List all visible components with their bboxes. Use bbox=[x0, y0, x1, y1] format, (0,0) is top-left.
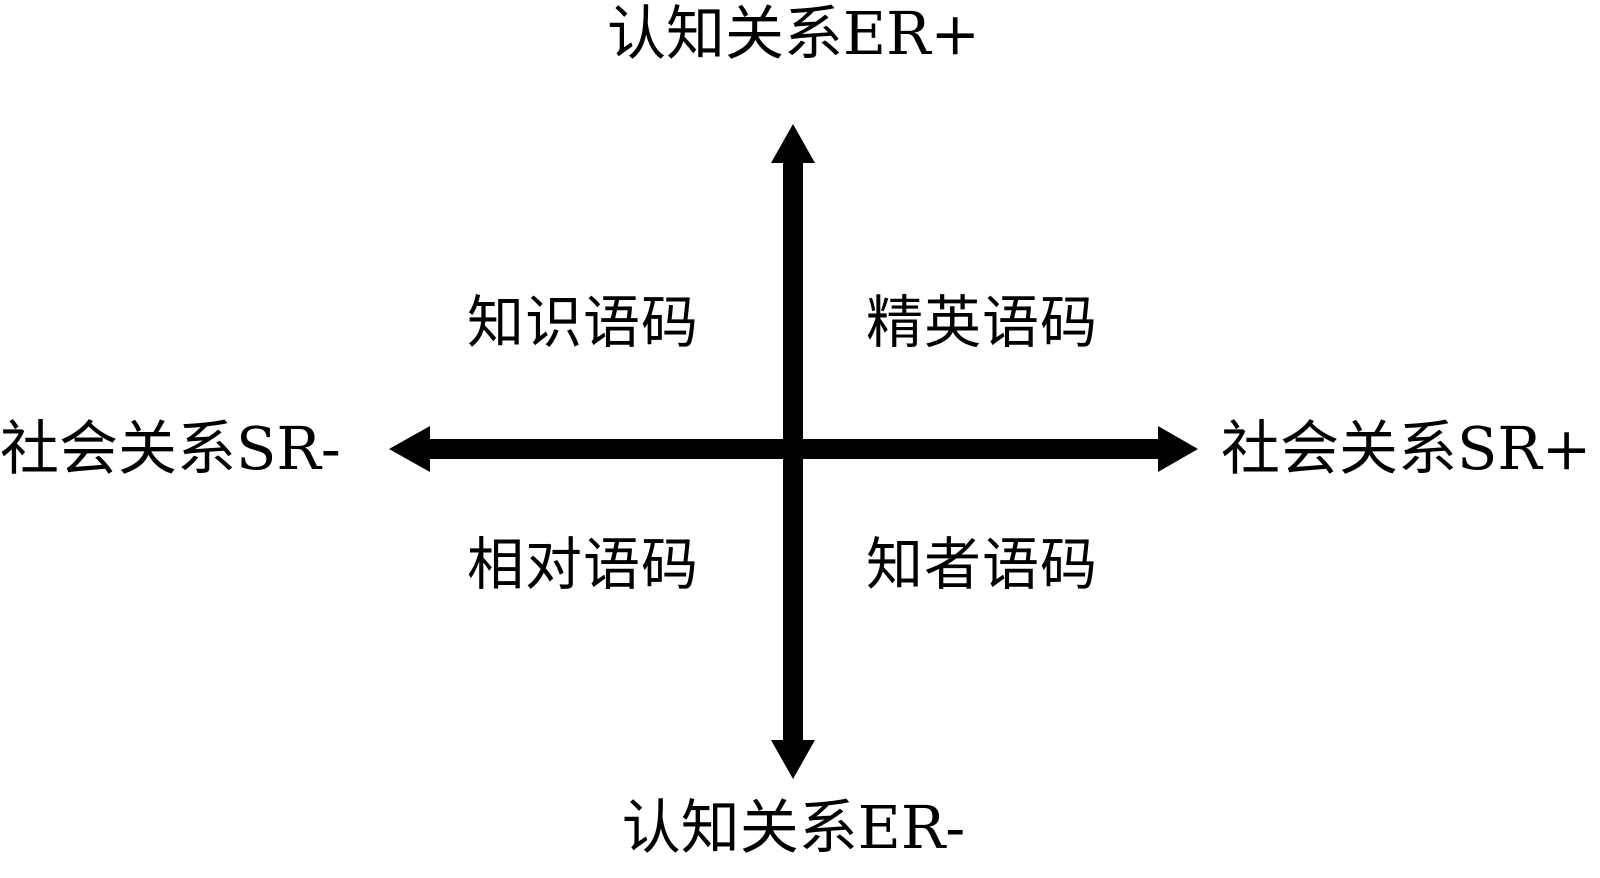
arrowhead-left-icon bbox=[389, 426, 430, 472]
vertical-axis-line bbox=[783, 155, 803, 750]
axis-label-sr-negative: 社会关系SR- bbox=[0, 414, 341, 483]
arrowhead-down-icon bbox=[771, 740, 815, 779]
axis-label-er-negative: 认知关系ER- bbox=[621, 793, 966, 862]
axis-label-er-positive: 认知关系ER+ bbox=[607, 0, 980, 68]
quadrant-label-bottom-right: 知者语码 bbox=[866, 532, 1098, 598]
quadrant-label-top-left: 知识语码 bbox=[467, 290, 699, 356]
horizontal-axis-line bbox=[420, 439, 1170, 459]
quadrant-label-bottom-left: 相对语码 bbox=[467, 532, 699, 598]
quadrant-label-top-right: 精英语码 bbox=[866, 290, 1098, 356]
arrowhead-up-icon bbox=[771, 124, 815, 163]
arrowhead-right-icon bbox=[1158, 426, 1198, 472]
axis-label-sr-positive: 社会关系SR+ bbox=[1221, 414, 1592, 483]
